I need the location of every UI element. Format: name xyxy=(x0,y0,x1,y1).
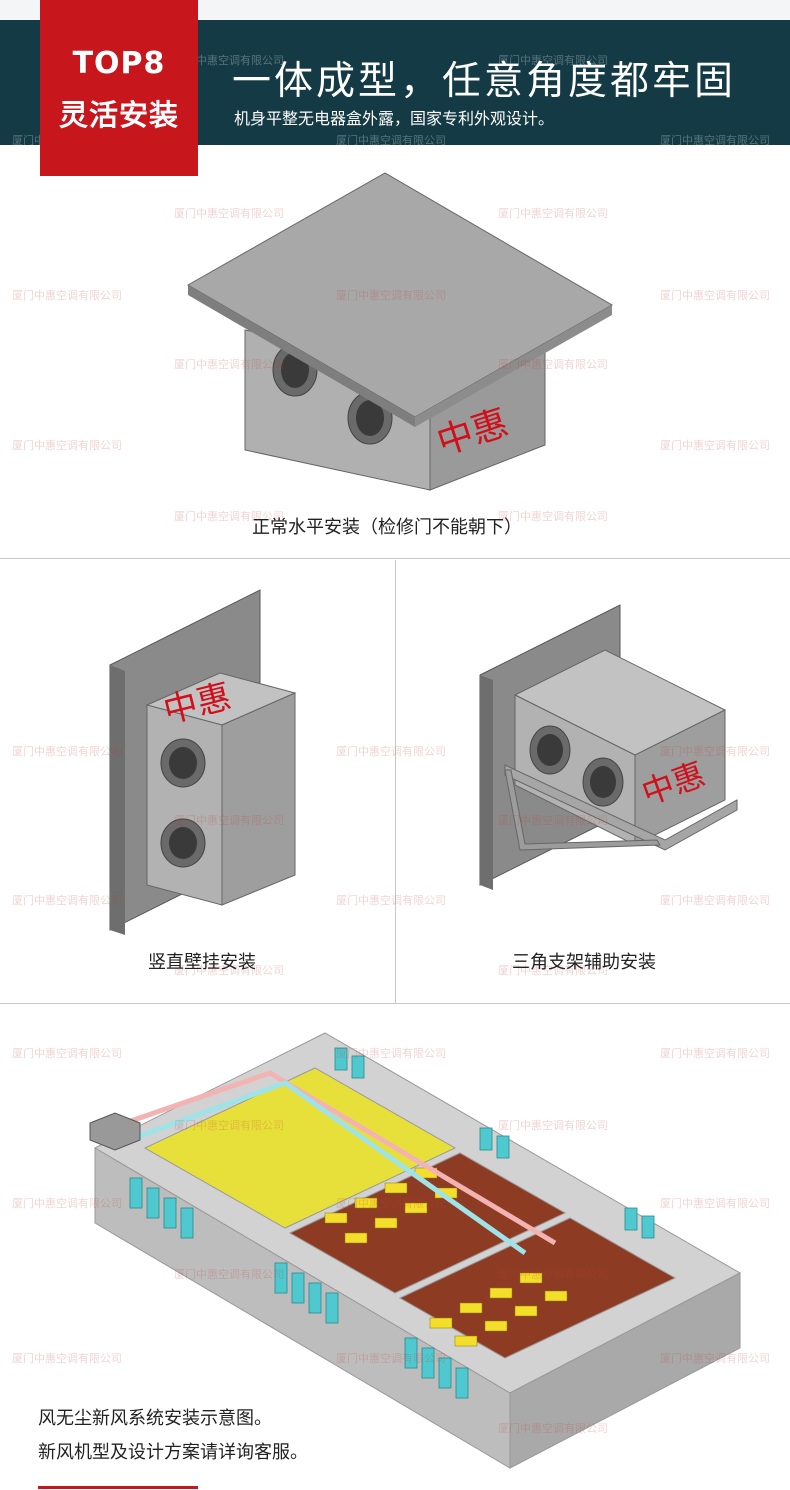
watermark: 厦门中惠空调有限公司 xyxy=(498,1119,608,1132)
caption-bracket: 三角支架辅助安装 xyxy=(512,952,656,973)
watermark: 厦门中惠空调有限公司 xyxy=(660,289,770,302)
watermark: 厦门中惠空调有限公司 xyxy=(498,54,608,67)
watermark: 厦门中惠空调有限公司 xyxy=(174,1268,284,1281)
watermark: 厦门中惠空调有限公司 xyxy=(498,1268,608,1281)
watermark: 厦门中惠空调有限公司 xyxy=(12,745,122,758)
watermark: 厦门中惠空调有限公司 xyxy=(336,289,446,302)
divider-vertical xyxy=(395,560,396,1003)
watermark: 厦门中惠空调有限公司 xyxy=(336,1047,446,1060)
schematic-caption-1: 风无尘新风系统安装示意图。 xyxy=(38,1408,272,1429)
system-schematic-illustration xyxy=(89,1032,742,1469)
watermark: 厦门中惠空调有限公司 xyxy=(336,894,446,907)
watermark: 厦门中惠空调有限公司 xyxy=(12,1197,122,1210)
caption-vertical: 竖直壁挂安装 xyxy=(148,952,256,973)
watermark: 厦门中惠空调有限公司 xyxy=(174,964,284,977)
watermark: 厦门中惠空调有限公司 xyxy=(12,894,122,907)
badge-label: 灵活安装 xyxy=(58,98,179,132)
divider xyxy=(0,558,790,559)
divider xyxy=(0,1003,790,1004)
watermark: 厦门中惠空调有限公司 xyxy=(660,439,770,452)
watermark: 厦门中惠空调有限公司 xyxy=(174,1119,284,1132)
watermark: 厦门中惠空调有限公司 xyxy=(336,1197,446,1210)
watermark: 厦门中惠空调有限公司 xyxy=(660,1047,770,1060)
watermark: 厦门中惠空调有限公司 xyxy=(336,745,446,758)
watermark: 厦门中惠空调有限公司 xyxy=(498,964,608,977)
watermark: 厦门中惠空调有限公司 xyxy=(174,358,284,371)
bracket-install-illustration: 中惠 xyxy=(479,604,738,890)
watermark: 厦门中惠空调有限公司 xyxy=(498,814,608,827)
watermark: 厦门中惠空调有限公司 xyxy=(174,814,284,827)
watermark: 厦门中惠空调有限公司 xyxy=(12,1047,122,1060)
watermark: 厦门中惠空调有限公司 xyxy=(498,1422,608,1435)
vertical-install-illustration: 中惠 xyxy=(109,589,297,935)
watermark: 厦门中惠空调有限公司 xyxy=(336,1352,446,1365)
watermark: 厦门中惠空调有限公司 xyxy=(660,134,770,147)
watermark: 厦门中惠空调有限公司 xyxy=(12,1352,122,1365)
page-subtitle: 机身平整无电器盒外露，国家专利外观设计。 xyxy=(234,109,555,128)
watermark: 厦门中惠空调有限公司 xyxy=(174,207,284,220)
watermark: 厦门中惠空调有限公司 xyxy=(660,1197,770,1210)
watermark: 厦门中惠空调有限公司 xyxy=(174,54,284,67)
page-title: 一体成型，任意角度都牢固 xyxy=(232,59,737,104)
watermark: 厦门中惠空调有限公司 xyxy=(12,289,122,302)
top-badge: TOP8 灵活安装 xyxy=(40,0,198,176)
watermark: 厦门中惠空调有限公司 xyxy=(498,207,608,220)
watermark: 厦门中惠空调有限公司 xyxy=(660,745,770,758)
watermark: 厦门中惠空调有限公司 xyxy=(660,1352,770,1365)
accent-rule xyxy=(38,1486,198,1489)
watermark: 厦门中惠空调有限公司 xyxy=(336,134,446,147)
watermark: 厦门中惠空调有限公司 xyxy=(174,510,284,523)
watermark: 厦门中惠空调有限公司 xyxy=(660,894,770,907)
watermark: 厦门中惠空调有限公司 xyxy=(498,358,608,371)
watermark: 厦门中惠空调有限公司 xyxy=(498,510,608,523)
watermark: 厦门中惠空调有限公司 xyxy=(12,439,122,452)
horizontal-install-illustration: 中惠 xyxy=(186,172,614,491)
schematic-caption-2: 新风机型及设计方案请详询客服。 xyxy=(38,1442,308,1463)
caption-horizontal: 正常水平安装（检修门不能朝下） xyxy=(252,517,522,538)
badge-number: TOP8 xyxy=(72,46,166,81)
